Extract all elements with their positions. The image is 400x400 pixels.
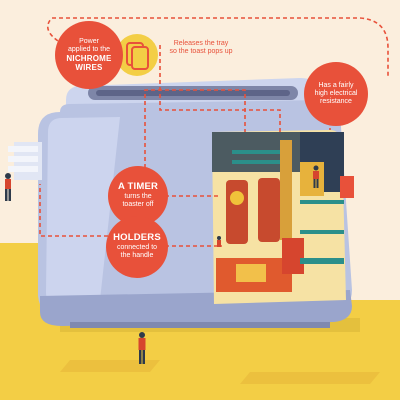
toaster-lever bbox=[8, 166, 38, 172]
factory-gauge bbox=[230, 191, 244, 205]
holders-bold: HOLDERS bbox=[113, 232, 161, 244]
connector-holders-left bbox=[39, 184, 108, 237]
toaster-feet bbox=[70, 322, 330, 328]
toaster-lever bbox=[8, 156, 38, 162]
factory-stairs bbox=[300, 230, 344, 234]
nichrome-line1: Power bbox=[79, 37, 99, 45]
resistance-callout: Has a fairly high electrical resistance bbox=[304, 62, 368, 126]
tray-line2: so the toast pops up bbox=[169, 48, 233, 56]
factory-stairs bbox=[232, 150, 282, 154]
factory-cabinet bbox=[300, 162, 324, 196]
toast-slice-icon bbox=[116, 34, 158, 76]
factory-stairs bbox=[232, 160, 282, 164]
connector-timer bbox=[144, 89, 246, 175]
timer-line1: turns the bbox=[124, 193, 152, 201]
toaster-lever bbox=[8, 146, 38, 152]
holders-line2: the handle bbox=[120, 252, 154, 260]
factory-red-box bbox=[282, 238, 304, 274]
bread-slot-inner bbox=[96, 90, 290, 96]
floor-stripe bbox=[60, 360, 160, 372]
factory-platform bbox=[300, 258, 344, 264]
nichrome-wires-callout: Power applied to the NICHROME WIRES bbox=[55, 21, 123, 89]
tray-line1: Releases the tray bbox=[173, 40, 229, 47]
connector-nichrome bbox=[47, 17, 389, 78]
tray-release-text: Releases the tray so the toast pops up bbox=[160, 40, 242, 57]
factory-column bbox=[280, 140, 292, 240]
nichrome-bold: NICHROME WIRES bbox=[66, 53, 112, 73]
person-on-floor bbox=[138, 332, 146, 364]
timer-bold: A TIMER bbox=[117, 181, 159, 193]
person-in-factory bbox=[313, 165, 319, 188]
factory-tank bbox=[258, 178, 280, 242]
resistance-line1: Has a fairly bbox=[318, 81, 354, 89]
person-on-platform bbox=[217, 236, 221, 247]
toaster-body-highlight bbox=[46, 117, 120, 302]
factory-machine-panel bbox=[236, 264, 266, 282]
factory-tank bbox=[226, 180, 248, 244]
factory-stairs bbox=[300, 200, 344, 204]
factory-window bbox=[340, 176, 354, 198]
nichrome-line2: applied to the bbox=[67, 45, 111, 53]
resistance-line3: resistance bbox=[320, 98, 352, 106]
floor-stripe bbox=[240, 372, 380, 384]
resistance-line2: high electrical bbox=[314, 89, 358, 97]
timer-line2: toaster off bbox=[122, 201, 154, 209]
connector-tray bbox=[159, 45, 281, 132]
holders-line1: connected to bbox=[116, 244, 158, 252]
person-on-lever bbox=[5, 173, 11, 201]
holders-callout: HOLDERS connected to the handle bbox=[106, 216, 168, 278]
